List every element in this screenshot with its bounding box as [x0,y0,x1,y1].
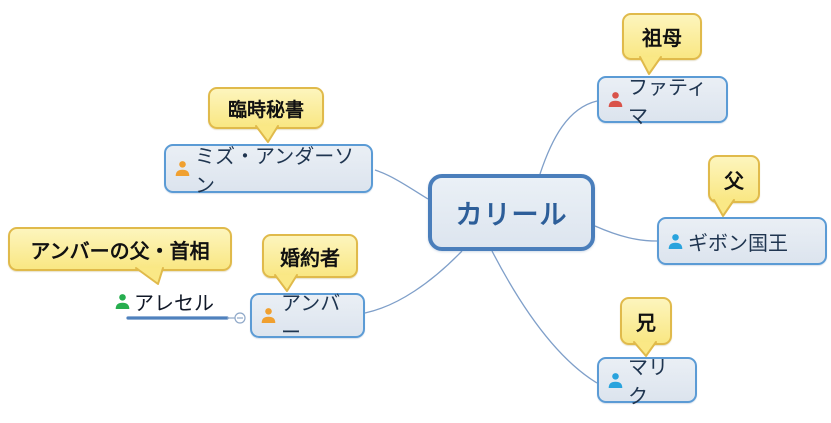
central-topic-kalil[interactable]: カリール [428,174,595,251]
topic-label: アンバー [281,292,341,344]
callout-label: 臨時秘書 [227,99,304,121]
callout-temporary-secretary[interactable]: 臨時秘書 [208,87,324,129]
callout-label: 祖母 [642,28,682,50]
callout-ambers-father-prime-minister[interactable]: アンバーの父・首相 [8,227,232,271]
person-icon [174,160,191,177]
topic-label: ファティマ [628,76,707,128]
callout-label: 婚約者 [280,247,340,270]
callout-label: アンバーの父・首相 [30,240,210,263]
callout-label: 父 [724,170,744,193]
callout-fiancee[interactable]: 婚約者 [262,234,358,278]
topic-fatima[interactable]: ファティマ [597,76,728,128]
edge-kalil-anderson [374,169,429,200]
topic-malik[interactable]: マリク [597,357,697,408]
edge-kalil-fatima [539,100,598,175]
topic-label: ミズ・アンダーソン [195,145,355,197]
topic-alecel[interactable]: アレセル [114,288,214,315]
edge-kalil-gibon [594,225,658,242]
topic-label: マリク [628,357,668,408]
callout-brother[interactable]: 兄 [620,297,672,345]
collapse-handle[interactable] [234,312,246,324]
central-topic-label: カリール [455,200,568,230]
person-icon [607,91,624,108]
edge-kalil-amber [364,250,463,314]
person-icon [260,307,277,324]
topic-ms-anderson[interactable]: ミズ・アンダーソン [164,144,373,197]
callout-grandmother[interactable]: 祖母 [622,13,702,60]
person-icon [667,233,684,250]
person-icon [607,372,624,389]
topic-king-gibon[interactable]: ギボン国王 [657,217,827,265]
callout-label: 兄 [636,312,656,335]
topic-label: ギボン国王 [688,232,788,255]
callout-father[interactable]: 父 [708,155,760,203]
topic-amber[interactable]: アンバー [250,293,365,344]
person-icon [114,293,131,310]
topic-label: アレセル [134,292,214,315]
edge-kalil-malik [491,250,598,384]
